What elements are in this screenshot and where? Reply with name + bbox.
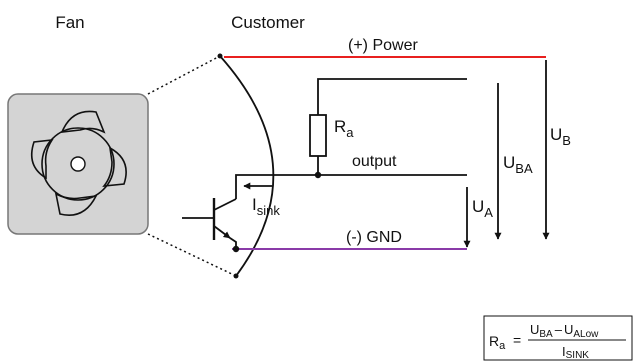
- fan-icon: [7, 93, 149, 235]
- ua-label: UA: [472, 197, 493, 220]
- resistor-label: Ra: [334, 117, 354, 140]
- output-wire: [235, 174, 467, 199]
- dotted-line-top: [147, 55, 221, 95]
- formula-equals: =: [513, 332, 521, 348]
- formula-box: Ra = UBA–UALow ISINK: [483, 315, 633, 361]
- ub-label: UB: [550, 125, 571, 148]
- connector-arc: [219, 55, 275, 277]
- transistor-symbol: [182, 198, 240, 253]
- power-label: (+) Power: [348, 37, 418, 54]
- fan-heading: Fan: [55, 13, 84, 32]
- output-label: output: [352, 153, 397, 170]
- isink-label: Isink: [252, 195, 280, 218]
- output-node: [314, 171, 322, 179]
- resistor-wire: [317, 78, 467, 115]
- uba-label: UBA: [503, 153, 533, 176]
- formula-numerator: UBA–UALow: [530, 322, 599, 340]
- customer-heading: Customer: [231, 13, 305, 32]
- gnd-label: (-) GND: [346, 229, 402, 246]
- formula-lhs: Ra: [489, 333, 506, 352]
- formula-denominator: ISINK: [562, 344, 589, 361]
- resistor-symbol: [309, 114, 327, 157]
- dotted-line-bottom: [147, 233, 237, 277]
